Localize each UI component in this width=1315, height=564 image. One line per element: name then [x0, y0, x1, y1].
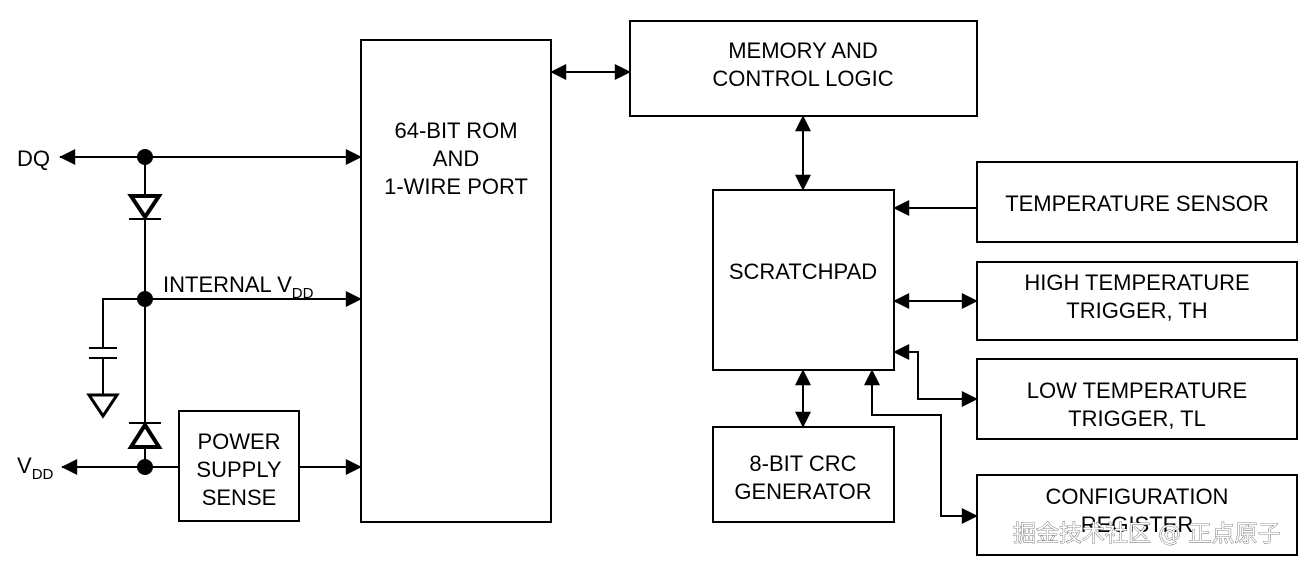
- low-trigger-block: LOW TEMPERATURE TRIGGER, TL: [976, 358, 1298, 440]
- power-supply-sense-block: POWER SUPPLY SENSE: [178, 410, 300, 522]
- low-trigger-label-line2: TRIGGER, TL: [1068, 406, 1206, 431]
- upper-diode-symbol: [127, 194, 163, 221]
- power-label-line2: SUPPLY: [196, 457, 282, 482]
- internal-vdd-label: INTERNAL VDD: [163, 272, 314, 302]
- config-register-arrow: [864, 369, 978, 524]
- watermark-text: 掘金技术社区 @ 正点原子: [1013, 521, 1281, 547]
- scratchpad-label: SCRATCHPAD: [729, 259, 877, 284]
- temp-sensor-label: TEMPERATURE SENSOR: [1005, 191, 1269, 216]
- vdd-label: VDD: [17, 453, 54, 483]
- lower-diode-symbol: [127, 421, 163, 449]
- vdd-line: [61, 459, 179, 475]
- scratchpad-block: SCRATCHPAD: [712, 189, 895, 371]
- rom-label-line1: 64-BIT ROM: [394, 118, 517, 143]
- power-label-line3: SENSE: [202, 485, 277, 510]
- crc-label-line1: 8-BIT CRC: [749, 451, 856, 476]
- low-trigger-label-line1: LOW TEMPERATURE: [1027, 378, 1247, 403]
- crc-label-line2: GENERATOR: [734, 479, 871, 504]
- rom-label-line3: 1-WIRE PORT: [384, 174, 528, 199]
- config-label-line2: REGISTER: [1081, 512, 1193, 537]
- high-trigger-label-line2: TRIGGER, TH: [1066, 298, 1207, 323]
- rom-block: 64-BIT ROM AND 1-WIRE PORT: [360, 39, 552, 523]
- low-trigger-arrow: [893, 344, 978, 407]
- dq-label: DQ: [17, 146, 50, 171]
- config-label-line1: CONFIGURATION: [1046, 484, 1229, 509]
- temperature-sensor-block: TEMPERATURE SENSOR: [976, 161, 1298, 243]
- high-trigger-block: HIGH TEMPERATURE TRIGGER, TH: [976, 261, 1298, 341]
- memory-label-line1: MEMORY AND: [728, 38, 878, 63]
- vdd-junction-dot: [137, 459, 153, 475]
- capacitor-symbol: [89, 298, 145, 395]
- rom-label-line2: AND: [433, 146, 479, 171]
- memory-control-block: MEMORY AND CONTROL LOGIC: [629, 20, 978, 117]
- ground-icon: [86, 393, 120, 419]
- memory-label-line2: CONTROL LOGIC: [712, 66, 893, 91]
- power-label-line1: POWER: [197, 429, 280, 454]
- dq-line: [59, 149, 362, 165]
- config-register-block: CONFIGURATION REGISTER: [976, 474, 1298, 556]
- high-trigger-label-line1: HIGH TEMPERATURE: [1024, 270, 1249, 295]
- crc-generator-block: 8-BIT CRC GENERATOR: [712, 426, 895, 523]
